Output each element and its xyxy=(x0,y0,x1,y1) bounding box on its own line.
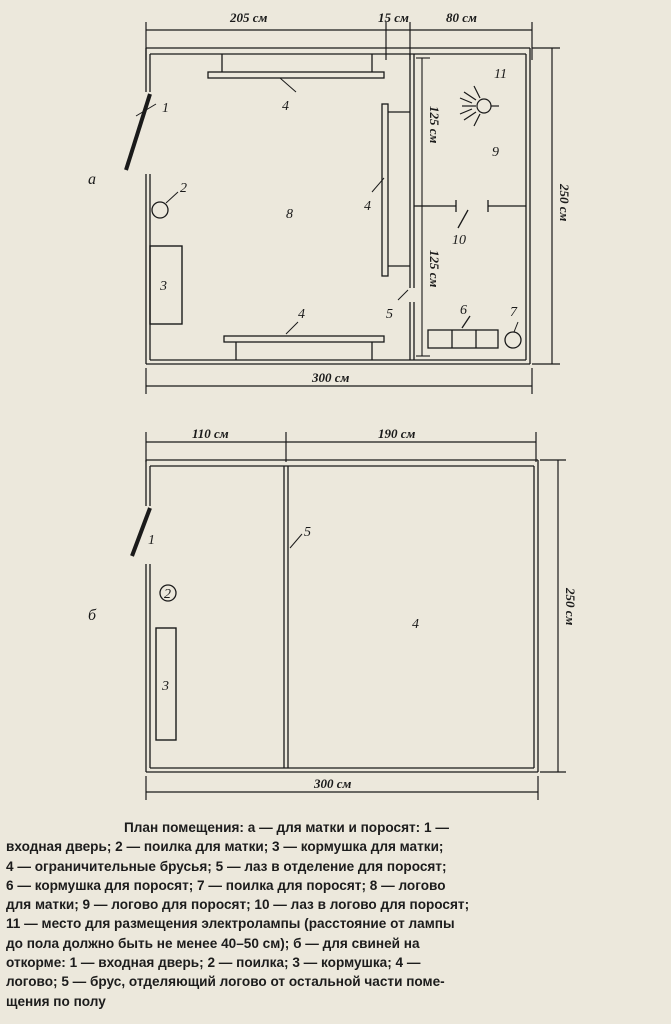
caption-line: План помещения: а — для матки и поросят:… xyxy=(124,820,449,835)
plan-a-dim-250: 250 см xyxy=(557,183,572,222)
plan-a-label-2: 2 xyxy=(180,181,187,196)
caption-line: 6 — кормушка для поросят; 7 — поилка для… xyxy=(6,877,446,893)
plan-a-feeder-sow xyxy=(149,245,183,325)
plan-b-door xyxy=(130,507,152,557)
plan-b-drinker xyxy=(159,584,177,602)
plan-a-dim-15: 15 см xyxy=(378,10,409,25)
plan-b-dim-300: 300 см xyxy=(313,776,352,791)
plan-b-label-5: 5 xyxy=(304,525,311,540)
caption-line: 11 — место для размещения электролампы (… xyxy=(6,916,455,932)
plan-b-label-2: 2 xyxy=(164,587,171,602)
plan-b-right-dimension xyxy=(540,459,566,773)
caption-line: до пола должно быть не менее 40–50 см); … xyxy=(6,935,420,951)
plan-b-label-3: 3 xyxy=(161,679,169,694)
plan-a-label-3: 3 xyxy=(159,279,167,294)
caption-line: откорме: 1 — входная дверь; 2 — поилка; … xyxy=(6,955,421,971)
plan-a-label-8: 8 xyxy=(286,207,293,222)
plan-a-top-dimension xyxy=(145,22,533,60)
plan-a-dim-125-top: 125 см xyxy=(427,106,442,144)
plan-a-label-9: 9 xyxy=(492,145,499,160)
plan-b-label-4: 4 xyxy=(412,617,419,632)
plan-a-label-11: 11 xyxy=(494,67,507,82)
plan-b-label-1: 1 xyxy=(148,533,155,548)
plan-a-right-dimension xyxy=(532,47,560,365)
plan-a-bottom-dimension xyxy=(145,368,533,394)
plan-b-dim-250: 250 см xyxy=(563,587,578,626)
plan-b-bottom-dimension xyxy=(145,776,539,800)
plan-b: 110 см 190 см 1 б 2 3 5 xyxy=(88,426,578,800)
plan-a-lair-creep xyxy=(414,200,526,229)
plan-b-letter: б xyxy=(88,607,97,624)
plan-a-label-1: 1 xyxy=(162,101,169,116)
plan-a: 205 см 15 см 80 см xyxy=(88,10,572,394)
plan-a-dim-300: 300 см xyxy=(311,370,350,385)
caption-line: 4 — ограничительные брусья; 5 — лаз в от… xyxy=(6,858,447,874)
caption-line: логово; 5 — брус, отделяющий логово от о… xyxy=(6,974,445,990)
plan-a-drinker-sow xyxy=(151,201,169,219)
figure-caption: План помещения: а — для матки и поросят:… xyxy=(6,818,656,1011)
plan-a-bar-top xyxy=(207,71,385,79)
caption-line: для матки; 9 — логово для поросят; 10 — … xyxy=(6,897,470,913)
plan-a-label-4-vertical: 4 xyxy=(364,199,371,214)
plan-a-inner-dimension xyxy=(416,57,430,357)
plan-a-door xyxy=(124,93,152,171)
plan-a-label-10: 10 xyxy=(452,233,466,248)
plan-a-dim-125-bottom: 125 см xyxy=(427,250,442,288)
plan-a-bar-bottom xyxy=(223,335,385,343)
caption-line: щения по полу xyxy=(6,993,106,1009)
lamp-icon xyxy=(459,85,499,127)
caption-line: входная дверь; 2 — поилка для матки; 3 —… xyxy=(6,839,444,855)
plan-a-bar-vertical xyxy=(381,103,389,277)
plan-a-dim-80: 80 см xyxy=(446,10,477,25)
plan-a-label-5: 5 xyxy=(386,307,393,322)
plan-b-feeder xyxy=(155,627,177,741)
floor-plans-diagram: 205 см 15 см 80 см xyxy=(88,10,578,800)
plan-a-letter: а xyxy=(88,171,96,188)
plan-a-label-4-top: 4 xyxy=(282,99,289,114)
plan-a-dim-205: 205 см xyxy=(229,10,268,25)
plan-a-drinker-piglets xyxy=(504,331,522,349)
plan-a-label-4-bottom: 4 xyxy=(298,307,305,322)
plan-b-walls xyxy=(145,459,539,773)
plan-a-feeder-piglets xyxy=(427,315,499,349)
plan-a-walls xyxy=(145,47,531,365)
plan-b-dim-110: 110 см xyxy=(192,426,229,441)
plan-a-label-6: 6 xyxy=(460,303,467,318)
plan-b-dim-190: 190 см xyxy=(378,426,416,441)
plan-a-label-7: 7 xyxy=(510,305,518,320)
plan-b-top-dimension xyxy=(145,432,537,462)
